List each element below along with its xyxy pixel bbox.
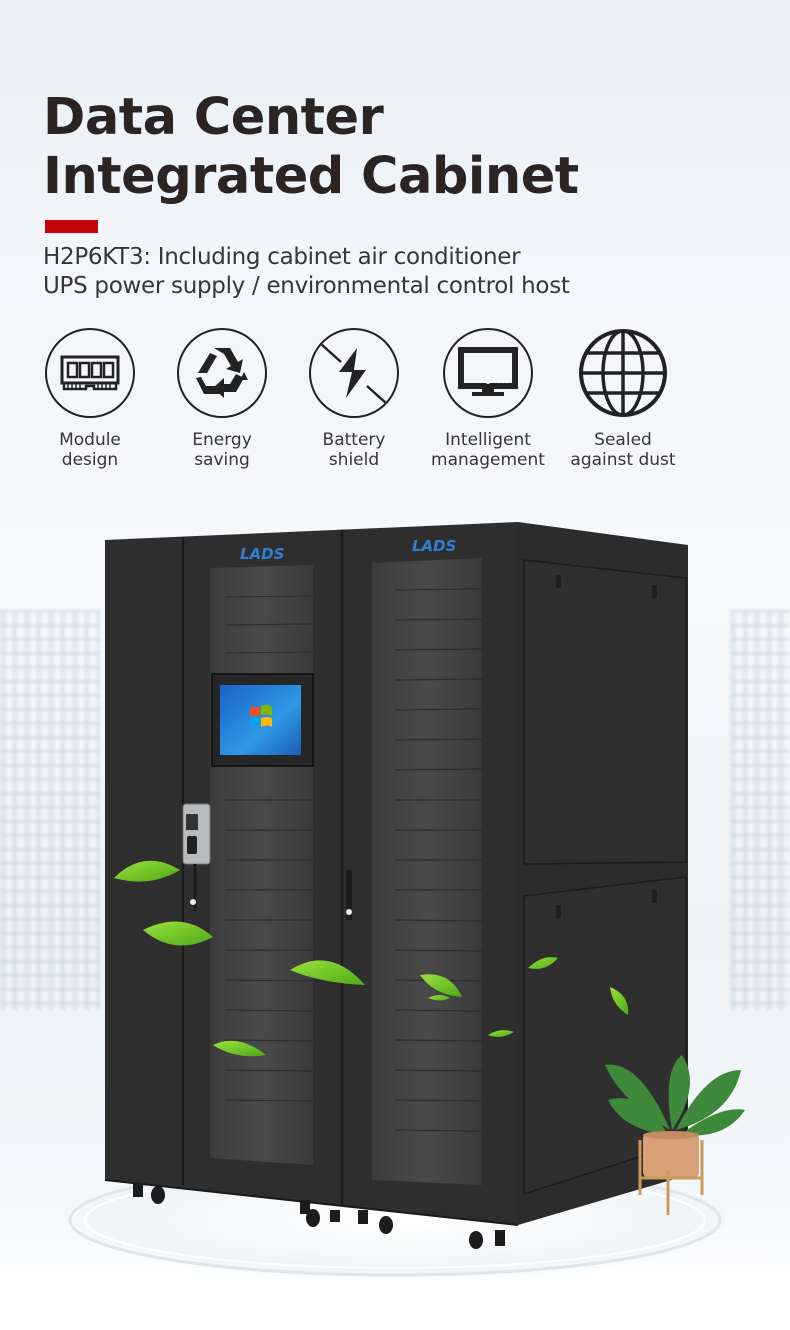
product-image: LADS LADS (0, 510, 790, 1290)
door-handle (346, 870, 352, 920)
subtitle-line-1: H2P6KT3: Including cabinet air condition… (43, 244, 521, 270)
caster-wheels (133, 1183, 505, 1249)
accent-bar (45, 220, 98, 233)
title-line-1: Data Center (43, 88, 384, 147)
feature-label: Sealed against dust (570, 430, 676, 470)
globe-icon (578, 328, 668, 418)
title-line-2: Integrated Cabinet (43, 147, 579, 206)
background-server-rack-left (0, 610, 100, 1010)
windows-logo-icon (250, 704, 272, 727)
left-door-window (210, 565, 314, 1165)
touchscreen-display (211, 673, 314, 767)
monitor-icon (443, 328, 533, 418)
right-door-window (372, 558, 483, 1185)
recycle-icon (177, 328, 267, 418)
feature-energy-saving: Energy saving (147, 328, 297, 470)
feature-module-design: Module design (15, 328, 165, 470)
lightning-shield-icon (309, 328, 399, 418)
decorative-leaves (114, 860, 629, 1057)
feature-battery-shield: Battery shield (279, 328, 429, 470)
feature-intelligent-management: Intelligent management (413, 328, 563, 470)
cabinet-side-panel (518, 522, 688, 1225)
feature-label: Module design (59, 430, 121, 470)
feature-sealed-against-dust: Sealed against dust (548, 328, 698, 470)
subtitle: H2P6KT3: Including cabinet air condition… (43, 243, 570, 301)
brand-logo-left: LADS (240, 545, 284, 563)
feature-label: Energy saving (192, 430, 252, 470)
fingerprint-lock (182, 803, 211, 912)
feature-label: Intelligent management (431, 430, 545, 470)
potted-plant (605, 1055, 745, 1215)
brand-logo-right: LADS (412, 537, 456, 555)
background-server-rack-right (730, 610, 790, 1010)
page-title: Data Center Integrated Cabinet (43, 88, 579, 206)
feature-label: Battery shield (322, 430, 386, 470)
subtitle-line-2: UPS power supply / environmental control… (43, 273, 570, 299)
memory-module-icon (45, 328, 135, 418)
